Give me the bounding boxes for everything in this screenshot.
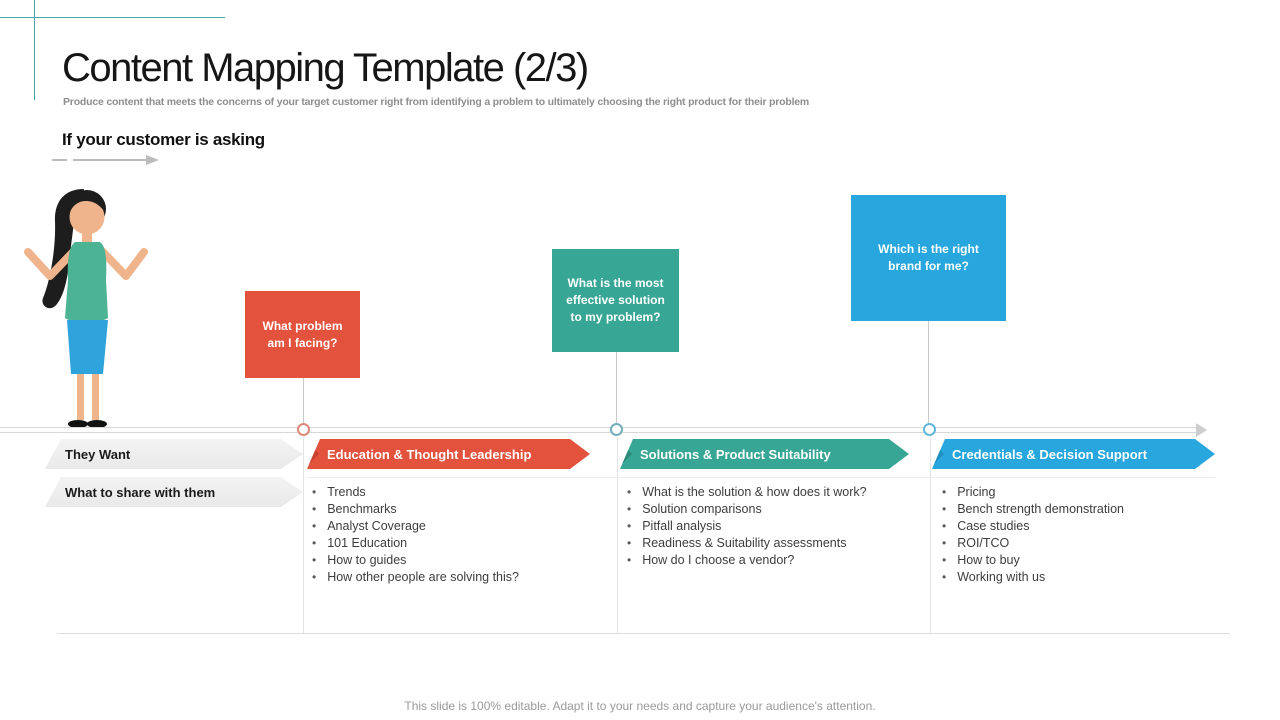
content-list-solutions: What is the solution & how does it work?… [627,484,927,569]
row-label-what-to-share: What to share with them [45,477,303,507]
stage-banner-credentials-text: Credentials & Decision Support [952,446,1148,462]
row-label-they-want: They Want [45,439,303,469]
corner-crosshair-vertical-line [34,0,35,100]
list-item: Readiness & Suitability assessments [627,535,927,552]
list-item-text: What is the solution & how does it work? [642,485,867,499]
section-heading: If your customer is asking [62,130,265,149]
banner-fold-icon [933,443,944,465]
list-item: Solution comparisons [627,501,927,518]
row-label-they-want-text: They Want [65,446,131,462]
list-item: How to buy [942,552,1242,569]
column-divider-3 [930,437,931,634]
question-box-brand-text: Which is the right brand for me? [878,242,979,273]
list-item: Bench strength demonstration [942,501,1242,518]
list-item-text: Benchmarks [327,501,397,516]
list-item: Benchmarks [312,501,612,518]
question-box-brand: Which is the right brand for me? [851,195,1006,321]
table-bottom-border [57,633,1230,634]
list-item-text: Trends [327,485,366,499]
list-item: How do I choose a vendor? [627,552,927,569]
stage-banner-education: Education & Thought Leadership [307,439,590,469]
list-item-text: Working with us [957,569,1046,584]
list-item: What is the solution & how does it work? [627,484,927,501]
heading-underline-arrow-icon [52,155,159,165]
list-item: 101 Education [312,535,612,552]
column-divider-1 [303,437,304,634]
banner-fold-icon [308,443,319,465]
list-item-text: Pricing [957,485,996,499]
list-item-text: Case studies [957,518,1030,533]
list-item: Case studies [942,518,1242,535]
list-item-text: How to guides [327,552,407,567]
timeline-node-2 [610,423,623,436]
question-box-solution: What is the most effective solution to m… [552,249,679,352]
list-item-text: Solution comparisons [642,501,762,516]
timeline-axis [0,427,1197,433]
connector-line-problem [303,378,304,427]
page-subtitle: Produce content that meets the concerns … [63,96,810,108]
stage-banner-solutions-text: Solutions & Product Suitability [640,446,831,462]
corner-crosshair-horizontal-line [0,17,225,18]
row-divider [307,477,1215,478]
list-item-text: Readiness & Suitability assessments [642,535,847,550]
page-title: Content Mapping Template (2/3) [62,46,589,90]
list-item-text: Bench strength demonstration [957,501,1124,516]
content-list-education: Trends Benchmarks Analyst Coverage 101 E… [312,484,612,585]
connector-line-solution [616,352,617,427]
list-item: Working with us [942,569,1242,586]
slide-footer-note: This slide is 100% editable. Adapt it to… [404,699,876,713]
timeline-node-1 [297,423,310,436]
timeline-node-3 [923,423,936,436]
woman-presenter-illustration [24,189,148,428]
column-divider-2 [617,437,618,634]
list-item: Pricing [942,484,1242,501]
list-item-text: How to buy [957,552,1020,567]
question-box-problem-text: What problem am I facing? [262,318,343,350]
banner-fold-icon [621,443,632,465]
list-item-text: ROI/TCO [957,535,1010,550]
list-item-text: How do I choose a vendor? [642,552,795,567]
list-item: Pitfall analysis [627,518,927,535]
list-item-text: Analyst Coverage [327,518,426,533]
question-box-problem: What problem am I facing? [245,291,360,378]
question-box-solution-text: What is the most effective solution to m… [566,276,665,324]
list-item: Trends [312,484,612,501]
content-list-credentials: Pricing Bench strength demonstration Cas… [942,484,1242,585]
list-item: Analyst Coverage [312,518,612,535]
list-item-text: Pitfall analysis [642,518,722,533]
stage-banner-education-text: Education & Thought Leadership [327,446,532,462]
stage-banner-solutions: Solutions & Product Suitability [620,439,909,469]
list-item: How to guides [312,552,612,569]
row-label-what-to-share-text: What to share with them [65,484,216,500]
timeline-arrowhead-icon [1196,423,1207,437]
stage-banner-credentials: Credentials & Decision Support [932,439,1215,469]
list-item: How other people are solving this? [312,569,612,586]
list-item: ROI/TCO [942,535,1242,552]
connector-line-brand [928,321,929,427]
list-item-text: 101 Education [327,535,408,550]
list-item-text: How other people are solving this? [327,569,519,584]
